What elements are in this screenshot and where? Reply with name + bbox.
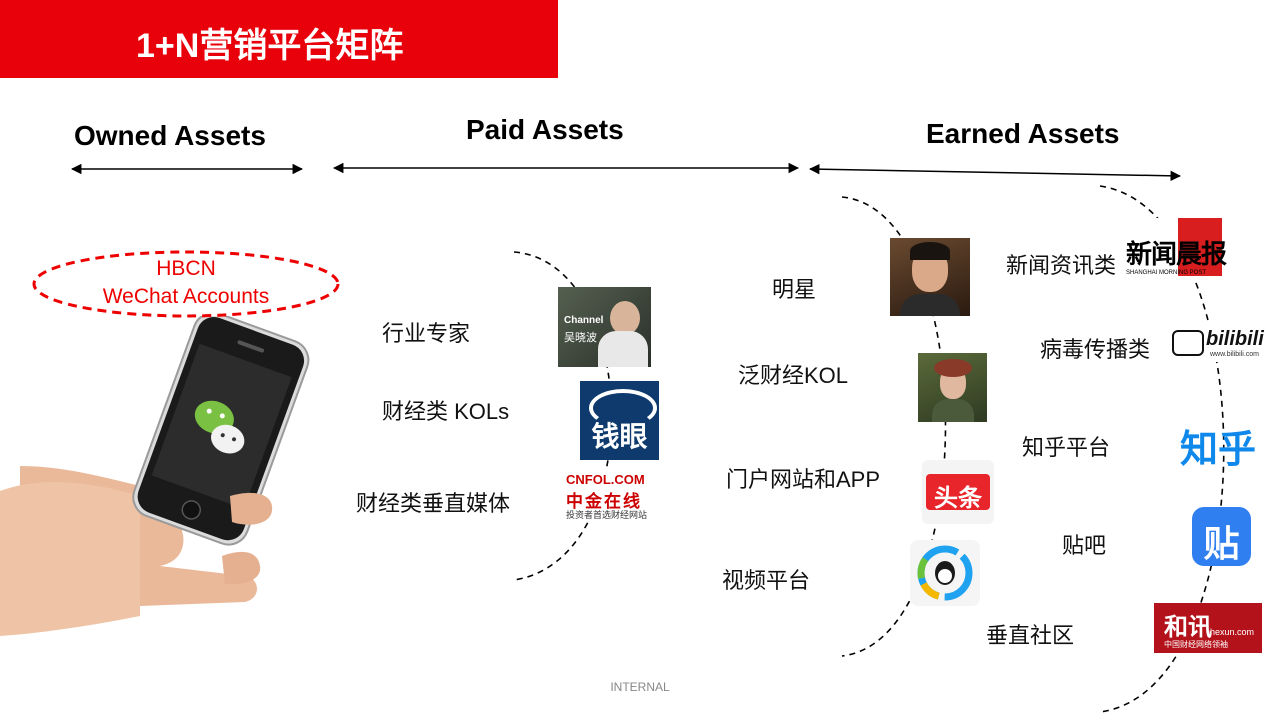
channel-logo-sub: 吴晓波 — [564, 332, 597, 344]
earned-assets-header: Earned Assets — [926, 118, 1120, 149]
cnfol-logo-sub: 投资者首选财经网站 — [566, 510, 648, 520]
bilibili-logo-text: bilibili — [1206, 328, 1264, 350]
title-bar — [0, 0, 558, 78]
wechat-icon — [194, 400, 245, 454]
tencent-video-icon — [917, 545, 973, 601]
earned-mid-arc — [841, 196, 947, 657]
slide-title: 1+N营销平台矩阵 — [136, 27, 404, 65]
earned-item-vertical-community: 垂直社区 — [986, 623, 1075, 648]
cnfol-logo-top: CNFOL.COM — [566, 472, 645, 487]
bilibili-logo-sub: www.bilibili.com — [1210, 351, 1260, 358]
earned-range-arrow — [808, 163, 1182, 182]
qianyan-logo-text: 钱眼 — [591, 421, 648, 452]
toutiao-logo-text: 头条 — [934, 485, 982, 512]
earned-item-tieba: 贴吧 — [1062, 533, 1107, 558]
tieba-logo-text: 贴 — [1203, 523, 1240, 564]
channel-logo-text: Channel — [564, 315, 604, 326]
phone-in-hand-illustration — [0, 316, 310, 636]
earned-item-viral: 病毒传播类 — [1040, 337, 1151, 362]
channel-expert-photo: Channel 吴晓波 — [558, 287, 651, 367]
bilibili-tv-icon — [1172, 330, 1204, 356]
paid-item-industry-experts: 行业专家 — [382, 321, 471, 346]
classification-footer: INTERNAL — [610, 680, 670, 694]
earned-item-news: 新闻资讯类 — [1006, 253, 1117, 278]
qianyan-logo: 钱眼 — [580, 381, 659, 460]
paid-item-finance-kols: 财经类 KOLs — [382, 399, 510, 424]
earned-item-video-platform: 视频平台 — [722, 568, 811, 593]
cnfol-logo-cn: 中金在线 — [566, 492, 642, 511]
earned-item-zhihu-platform: 知乎平台 — [1022, 435, 1111, 460]
kol-photo — [918, 353, 987, 422]
owned-highlight-oval — [32, 250, 340, 318]
wechat-accounts-label: HBCN WeChat Accounts — [36, 255, 336, 311]
earned-item-portals-apps: 门户网站和APP — [726, 467, 881, 492]
hexun-logo-tag: 中国财经网络领袖 — [1164, 640, 1228, 649]
earned-item-celebrity: 明星 — [772, 277, 817, 302]
hexun-logo: 和讯 hexun.com 中国财经网络领袖 — [1154, 603, 1262, 653]
celebrity-photo — [890, 238, 970, 316]
paid-assets-header: Paid Assets — [466, 114, 624, 145]
earned-right-arc — [1099, 185, 1225, 713]
morning-post-logo: 新闻晨报 SHANGHAI MORNING POST — [1126, 218, 1238, 282]
morning-post-sub: SHANGHAI MORNING POST — [1126, 270, 1207, 276]
earned-item-pan-finance-kol: 泛财经KOL — [738, 363, 849, 388]
owned-assets-header: Owned Assets — [74, 120, 266, 151]
zhihu-logo: 知乎 — [1180, 429, 1257, 471]
paid-item-finance-media: 财经类垂直媒体 — [356, 491, 511, 516]
oval-line-2: WeChat Accounts — [102, 285, 270, 308]
hexun-logo-sub: hexun.com — [1210, 627, 1255, 637]
cnfol-logo: CNFOL.COM 中金在线 投资者首选财经网站 — [558, 470, 668, 522]
hexun-logo-text: 和讯 — [1164, 614, 1212, 641]
bilibili-logo: bilibili www.bilibili.com — [1170, 324, 1266, 362]
oval-line-1: HBCN — [156, 257, 216, 280]
morning-post-text: 新闻晨报 — [1126, 240, 1227, 270]
toutiao-logo: 头条 — [922, 460, 994, 524]
tieba-logo: 贴 — [1192, 507, 1251, 566]
tencent-video-logo — [910, 540, 980, 606]
